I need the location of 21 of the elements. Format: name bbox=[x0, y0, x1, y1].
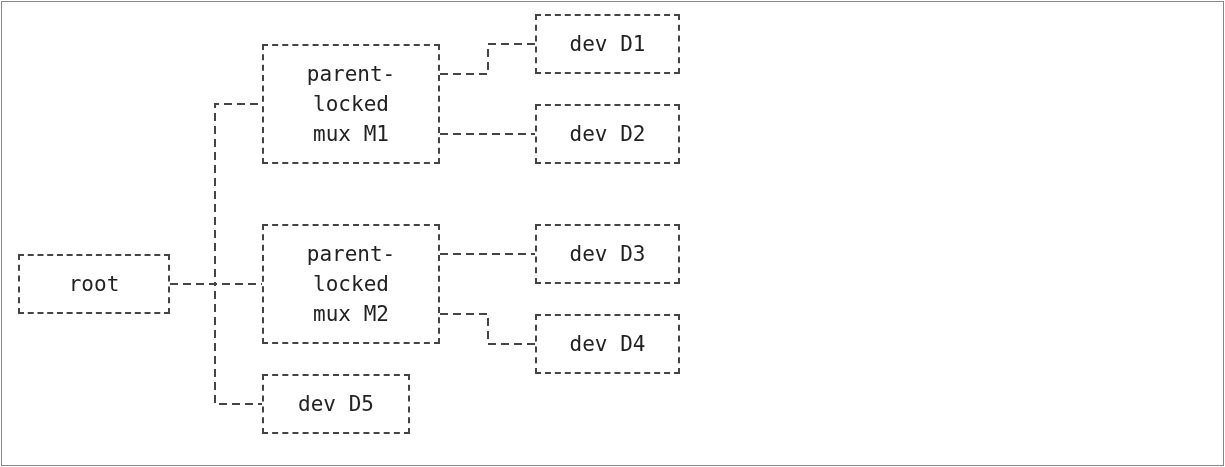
node-label: parent- locked mux M2 bbox=[305, 241, 397, 328]
node-label: parent- locked mux M1 bbox=[305, 61, 397, 148]
connector-line bbox=[439, 313, 536, 345]
device-box bbox=[535, 14, 680, 74]
node-label: dev D2 bbox=[568, 121, 647, 148]
node-label: dev D1 bbox=[568, 31, 647, 58]
connector-line bbox=[439, 253, 536, 255]
mux-box bbox=[262, 224, 440, 344]
node-label: dev D4 bbox=[568, 331, 647, 358]
connector-line bbox=[439, 133, 536, 135]
device-box bbox=[535, 104, 680, 164]
node-label: root bbox=[67, 271, 121, 298]
device-box bbox=[18, 254, 170, 314]
connector-line bbox=[439, 43, 536, 75]
device-box bbox=[535, 224, 680, 284]
mux-box bbox=[262, 44, 440, 164]
connector-line bbox=[169, 283, 263, 405]
device-box bbox=[535, 314, 680, 374]
node-label: dev D3 bbox=[568, 241, 647, 268]
node-label: dev D5 bbox=[297, 391, 375, 418]
device-box bbox=[262, 374, 410, 434]
